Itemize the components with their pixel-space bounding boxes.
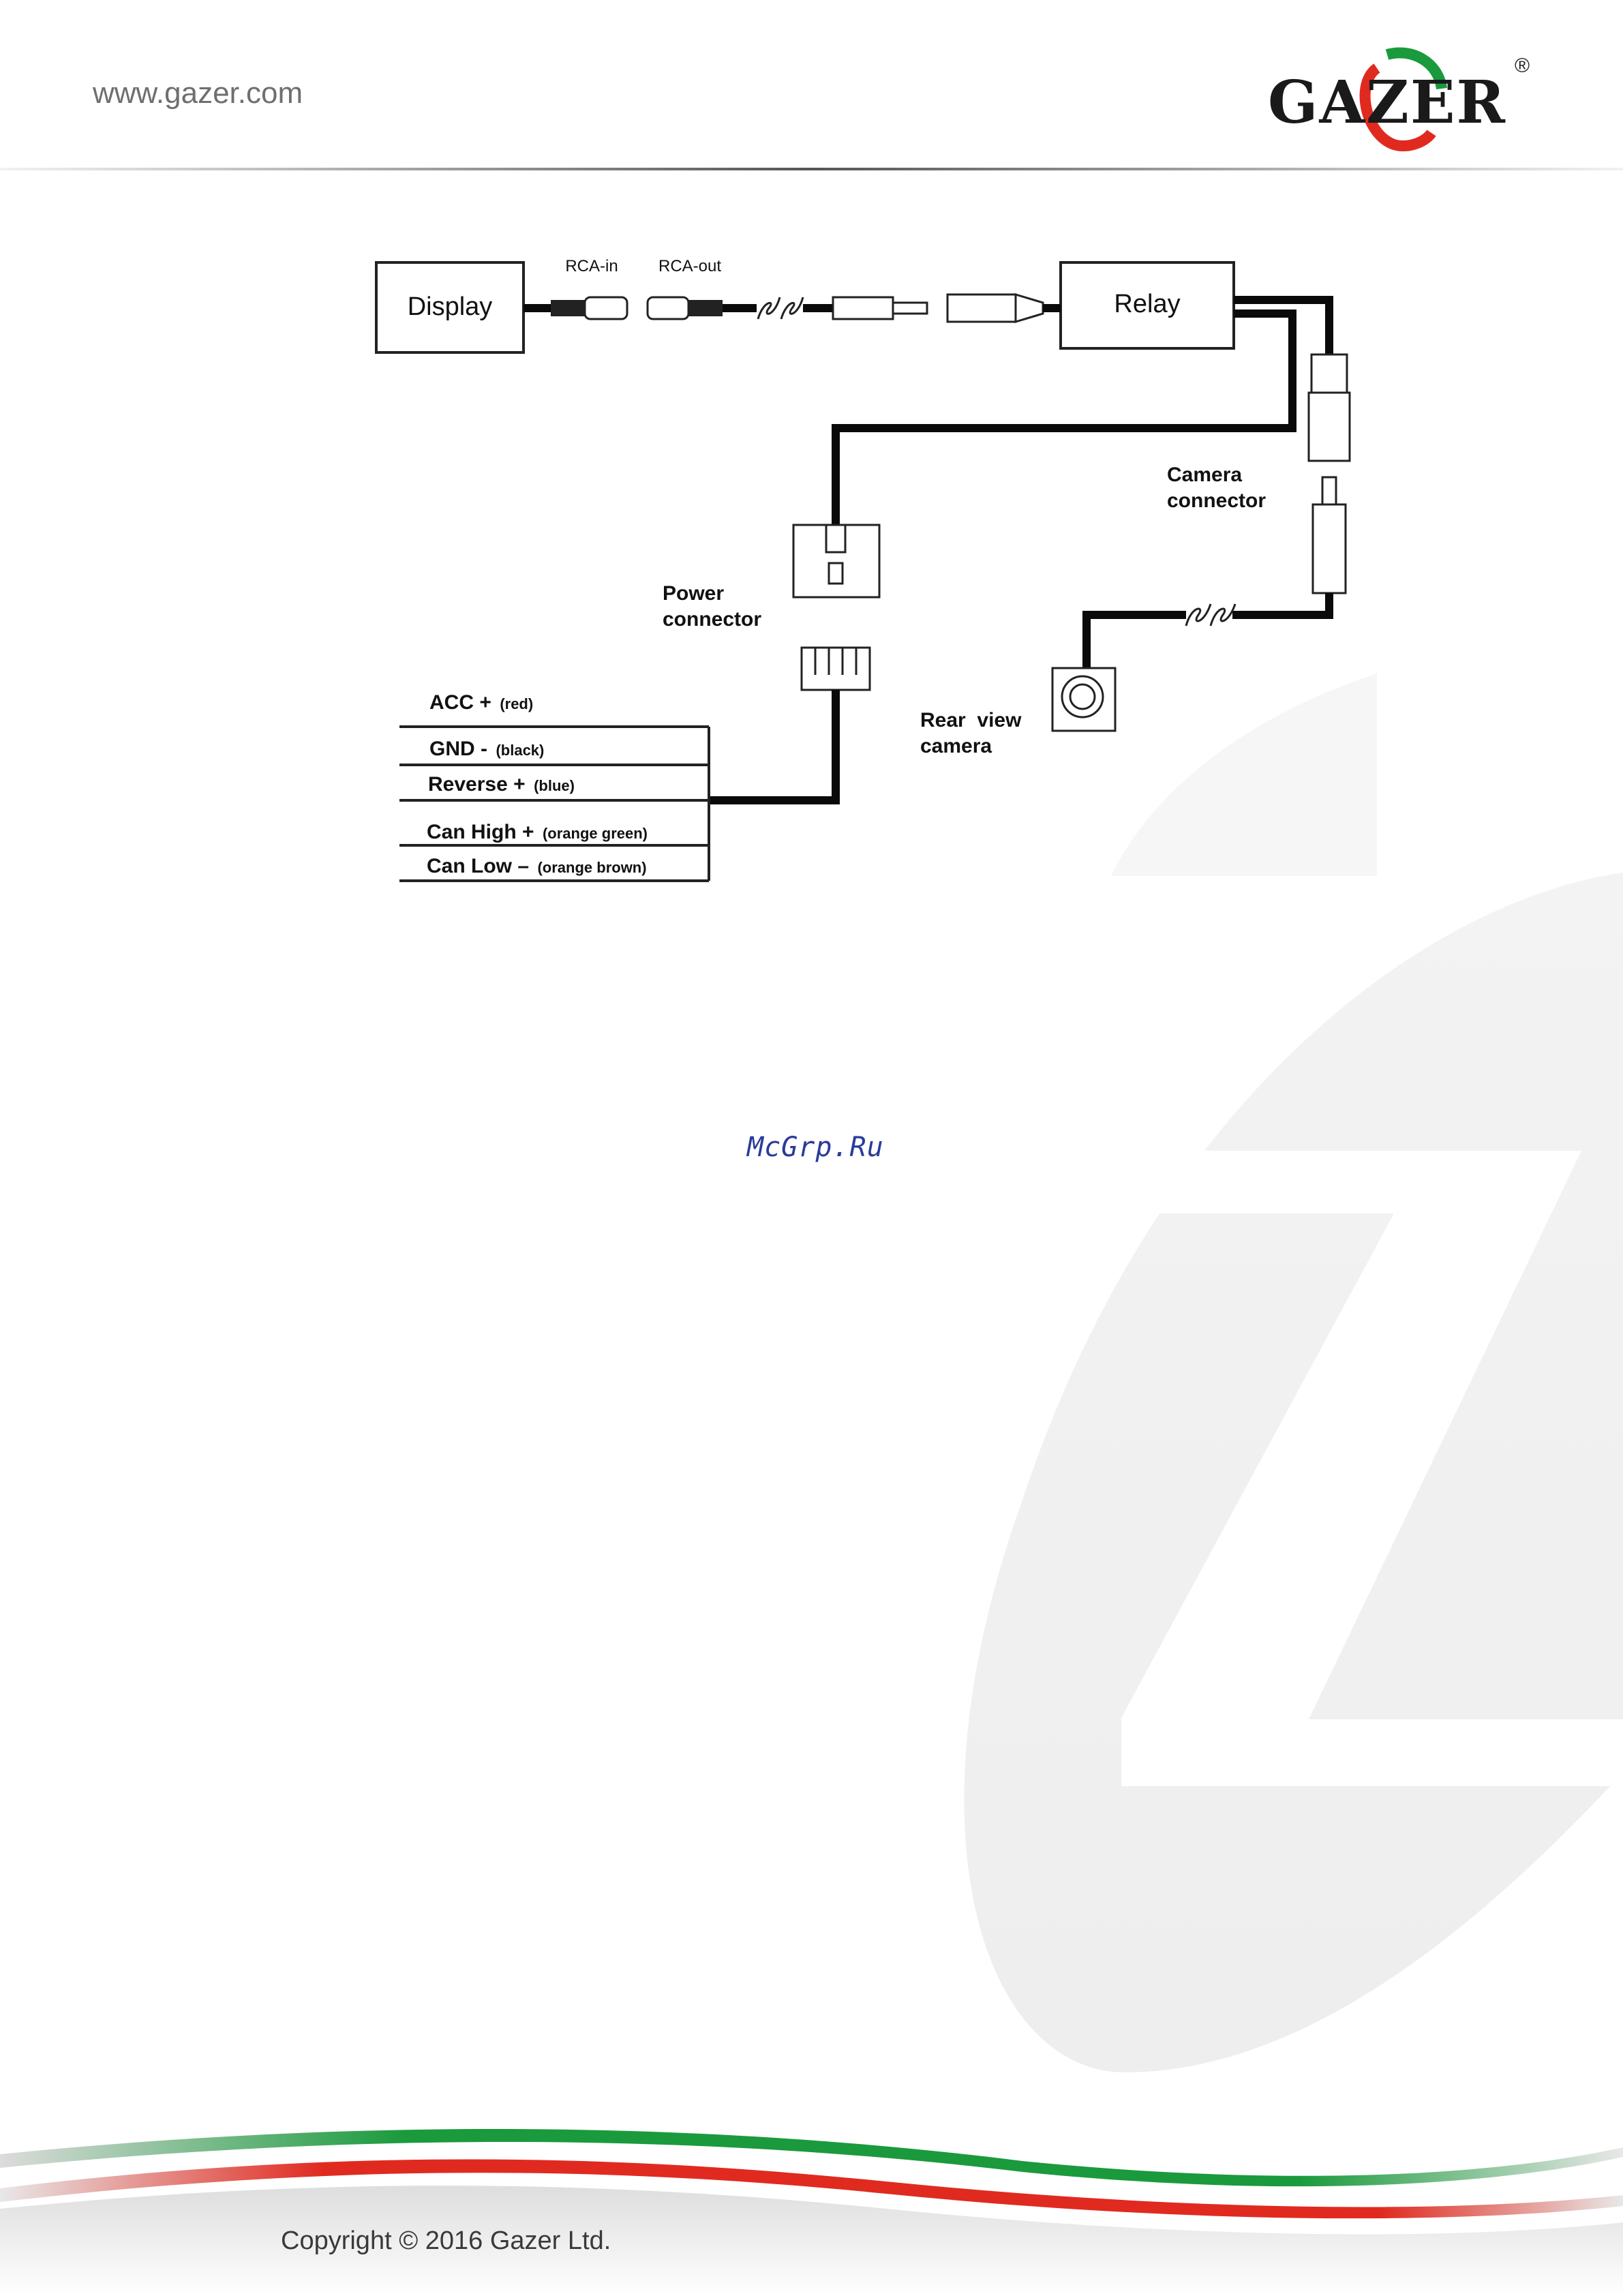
wire-gnd-name: GND -: [429, 738, 487, 760]
wire-acc-color: (red): [500, 695, 533, 712]
rear-camera-icon: [1052, 668, 1115, 731]
camera-wire: [1232, 593, 1329, 615]
wire-label-gnd: GND - (black): [429, 738, 544, 760]
wire-gnd-color: (black): [496, 742, 544, 759]
display-label: Display: [408, 292, 493, 321]
footer-swoosh: [0, 2100, 1623, 2296]
relay-label: Relay: [1114, 290, 1180, 318]
rear-camera-label-line2: camera: [920, 735, 992, 757]
wire-can-low-color: (orange brown): [537, 859, 646, 876]
relay-camera-wire: [1234, 300, 1329, 354]
power-connector-label-line2: connector: [663, 608, 761, 631]
rca-out-connector: [648, 297, 723, 319]
rca-out-label: RCA-out: [658, 257, 721, 275]
copyright-text: Copyright © 2016 Gazer Ltd.: [281, 2226, 611, 2256]
power-connector-top: [793, 525, 879, 597]
rear-camera-label-line1: Rear view: [920, 709, 1022, 731]
power-connector-bottom: [802, 648, 870, 690]
camera-wire-break: [1186, 604, 1235, 626]
wire-reverse-color: (blue): [534, 777, 575, 794]
camera-connector-label-line2: connector: [1167, 489, 1266, 512]
power-harness-wire: [709, 690, 836, 800]
wire-can-high-color: (orange green): [543, 825, 648, 842]
camera-connector-bottom: [1313, 477, 1346, 593]
power-connector-label-line1: Power: [663, 582, 724, 605]
wire-can-low-name: Can Low –: [427, 855, 529, 877]
rca-in-connector: [551, 297, 627, 319]
wire-reverse-name: Reverse +: [428, 773, 526, 796]
rca-in-label: RCA-in: [565, 257, 618, 275]
wire-label-can-high: Can High + (orange green): [427, 821, 648, 843]
camera-connector-label-line1: Camera: [1167, 464, 1242, 486]
camera-connector-top: [1309, 354, 1350, 461]
inline-plug-male: [833, 297, 927, 319]
wire-label-reverse: Reverse + (blue): [428, 773, 575, 796]
wire-label-acc: ACC + (red): [429, 691, 533, 714]
wire-can-high-name: Can High +: [427, 821, 534, 843]
wire-acc-name: ACC +: [429, 691, 491, 714]
watermark-link[interactable]: McGrp.Ru: [747, 1132, 884, 1163]
cable-break-mark: [758, 297, 803, 319]
wire-label-can-low: Can Low – (orange brown): [427, 855, 647, 877]
inline-plug-female: [947, 294, 1043, 322]
